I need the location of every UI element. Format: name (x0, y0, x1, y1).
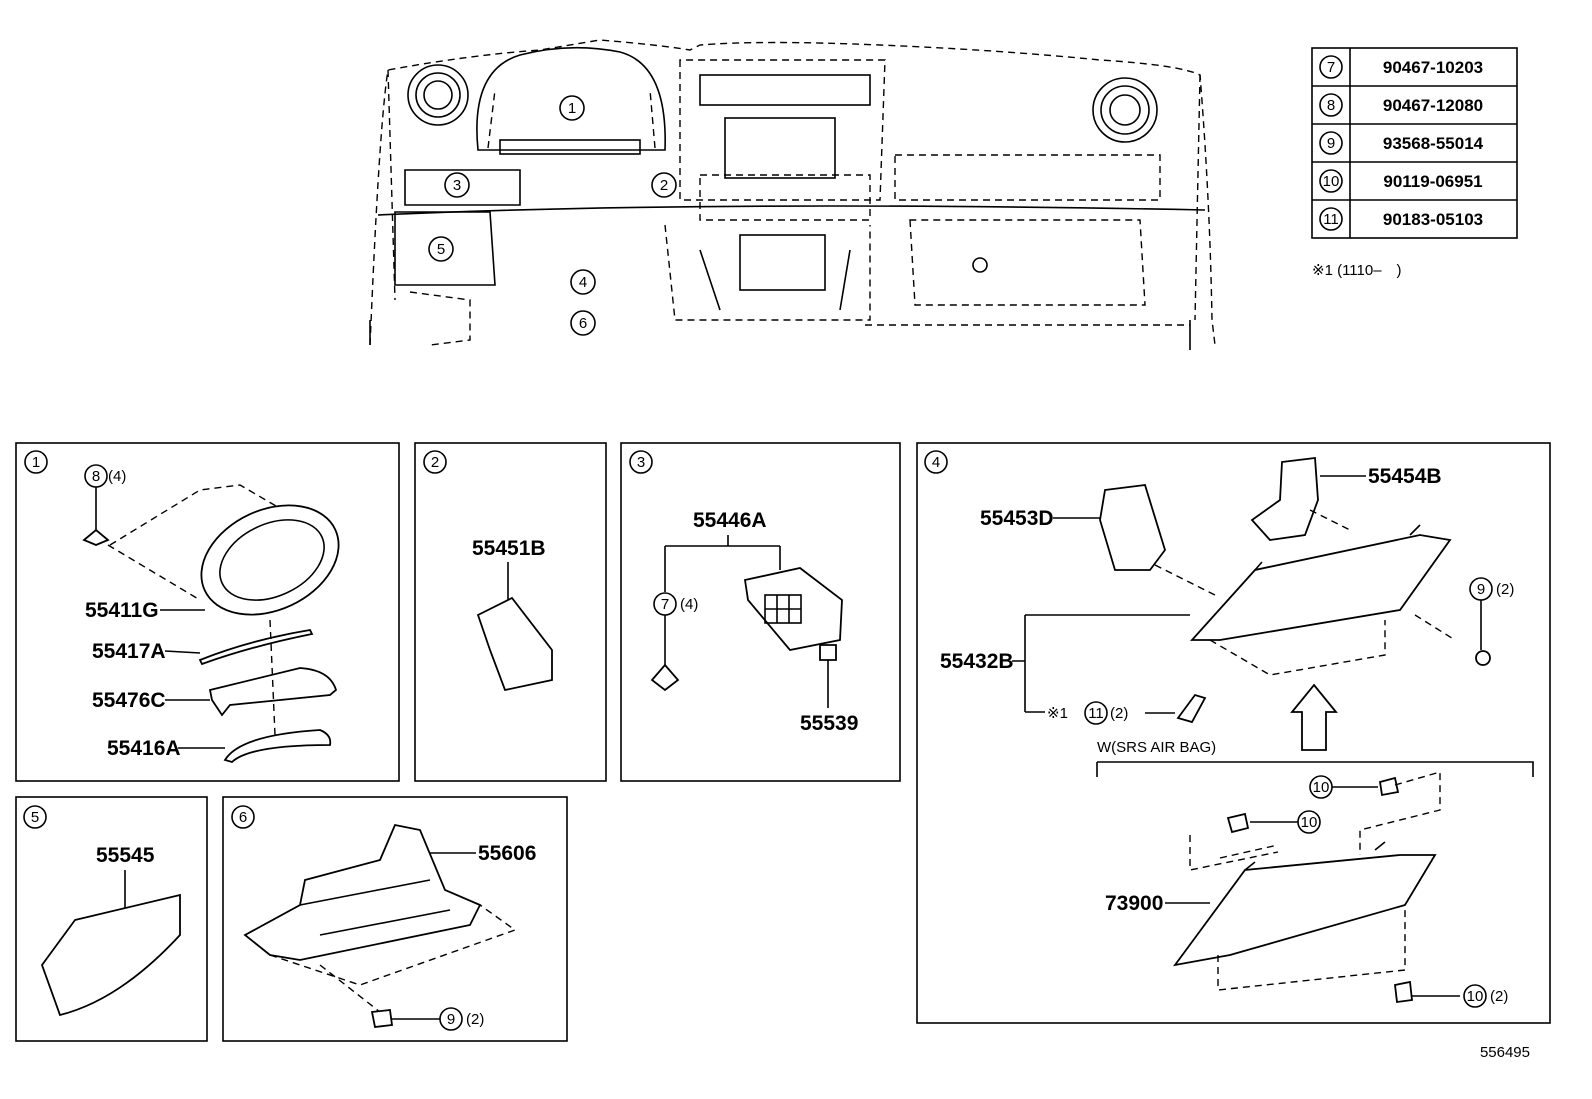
callout-3: 3 (444, 172, 470, 198)
svg-text:2: 2 (660, 177, 668, 194)
table-note: ※1 (1110– ) (1312, 262, 1402, 279)
variant-label: W(SRS AIR BAG) (1097, 739, 1216, 756)
svg-text:4: 4 (579, 274, 587, 291)
svg-text:11: 11 (1088, 705, 1104, 722)
part-55432b: 55432B (940, 650, 1014, 673)
svg-text:10: 10 (1313, 779, 1330, 796)
callout-1: 1 (559, 95, 585, 121)
svg-text:(2): (2) (1496, 581, 1514, 598)
svg-text:(2): (2) (1110, 705, 1128, 722)
svg-text:93568-55014: 93568-55014 (1383, 134, 1484, 153)
svg-text:8: 8 (92, 468, 100, 485)
svg-text:6: 6 (579, 315, 587, 332)
part-55417a: 55417A (92, 640, 166, 663)
part-55545: 55545 (96, 844, 155, 867)
panel-2: 2 55451B (414, 442, 607, 782)
part-55606: 55606 (478, 842, 536, 865)
panel-4: 4 55453D 55454B 55432B ※1 11 (2) 9 (2) W… (916, 442, 1551, 1024)
panel-2-badge: 2 (431, 454, 439, 471)
svg-text:10: 10 (1301, 814, 1318, 831)
part-73900: 73900 (1105, 892, 1163, 915)
svg-text:(2): (2) (1490, 988, 1508, 1005)
svg-text:90467-10203: 90467-10203 (1383, 58, 1483, 77)
table-row: 10 90119-06951 (1319, 169, 1483, 193)
part-55451b: 55451B (472, 537, 546, 560)
figure-id: 556495 (1480, 1044, 1530, 1061)
panel-4-badge: 4 (932, 454, 940, 471)
part-55454b: 55454B (1368, 465, 1442, 488)
panel-3: 3 55446A 7 (4) 55539 (620, 442, 901, 782)
svg-text:11: 11 (1323, 211, 1339, 228)
svg-text:(4): (4) (108, 468, 126, 485)
svg-text:※1: ※1 (1047, 705, 1068, 722)
panel-1: 1 8 (4) 55411G 55417A 55476C 55416A (15, 442, 400, 782)
panel-5-badge: 5 (31, 809, 39, 826)
part-55411g: 55411G (85, 599, 159, 622)
part-55446a: 55446A (693, 509, 767, 532)
table-row: 8 90467-12080 (1319, 93, 1483, 117)
svg-text:9: 9 (1477, 581, 1485, 598)
svg-text:1: 1 (568, 100, 576, 117)
dashboard-overview (369, 39, 1216, 350)
panel-5: 5 55545 (15, 796, 208, 1042)
callout-2: 2 (651, 172, 677, 198)
callout-6: 6 (570, 310, 596, 336)
svg-text:90119-06951: 90119-06951 (1383, 172, 1482, 191)
svg-text:(4): (4) (680, 596, 698, 613)
svg-text:8: 8 (1327, 97, 1335, 114)
svg-text:3: 3 (453, 177, 461, 194)
panel-1-badge: 1 (32, 454, 40, 471)
part-55539: 55539 (800, 712, 858, 735)
parts-table: 7 90467-10203 8 90467-12080 9 93568-5501… (1311, 47, 1518, 279)
svg-text:90183-05103: 90183-05103 (1383, 210, 1483, 229)
svg-text:10: 10 (1467, 988, 1484, 1005)
svg-text:(2): (2) (466, 1011, 484, 1028)
panel-3-badge: 3 (637, 454, 645, 471)
svg-text:7: 7 (661, 596, 669, 613)
svg-text:9: 9 (447, 1011, 455, 1028)
panel-6-badge: 6 (239, 809, 247, 826)
svg-text:9: 9 (1327, 135, 1335, 152)
svg-text:7: 7 (1327, 59, 1335, 76)
part-55416a: 55416A (107, 737, 181, 760)
table-row: 9 93568-55014 (1319, 131, 1484, 155)
svg-text:90467-12080: 90467-12080 (1383, 96, 1483, 115)
svg-text:10: 10 (1323, 173, 1340, 190)
callout-5: 5 (428, 236, 454, 262)
table-row: 11 90183-05103 (1319, 207, 1483, 231)
part-55476c: 55476C (92, 689, 166, 712)
panel-6: 6 55606 9 (2) (222, 796, 568, 1042)
callout-4: 4 (570, 269, 596, 295)
part-55453d: 55453D (980, 507, 1054, 530)
table-row: 7 90467-10203 (1319, 55, 1483, 79)
svg-text:5: 5 (437, 241, 445, 258)
